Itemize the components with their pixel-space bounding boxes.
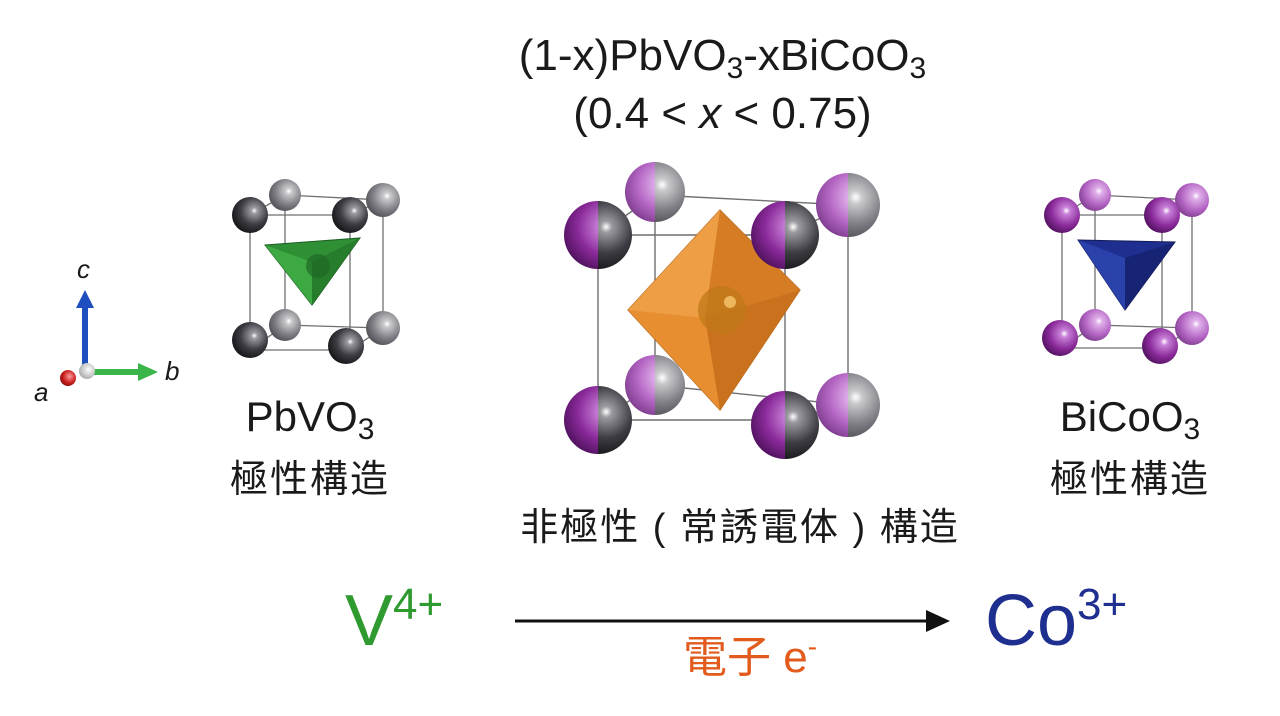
electron-transfer-arrow xyxy=(515,610,950,632)
axis-triad xyxy=(60,290,158,386)
composition-range: (0.4 < x < 0.75) xyxy=(573,89,872,138)
cobalt-ion-label: Co3+ xyxy=(985,580,1128,661)
center-description: 非極性 ( 常誘電体 ) 構造 xyxy=(520,507,960,549)
bicoo3-label: BiCoO3 xyxy=(1059,393,1201,446)
electron-label: 電子 e- xyxy=(682,631,818,683)
vanadium-ion-label: V4+ xyxy=(345,580,444,661)
formula-title: (1-x)PbVO3-xBiCoO3 xyxy=(518,31,927,85)
a-axis-dot xyxy=(60,370,76,386)
pbvo3-description: 極性構造 xyxy=(229,459,390,501)
bicoo3-description: 極性構造 xyxy=(1049,459,1210,501)
pbvo3-label: PbVO3 xyxy=(245,393,375,446)
axis-label-c: c xyxy=(77,254,90,284)
pbvo3-unit-cell xyxy=(232,179,400,364)
axis-origin xyxy=(79,363,95,379)
axis-label-a: a xyxy=(34,377,49,407)
b-axis-arrowhead xyxy=(138,363,158,381)
center-unit-cell xyxy=(564,162,880,459)
axis-label-b: b xyxy=(165,356,180,386)
bicoo3-unit-cell xyxy=(1042,179,1209,364)
c-axis-arrowhead xyxy=(76,290,94,308)
